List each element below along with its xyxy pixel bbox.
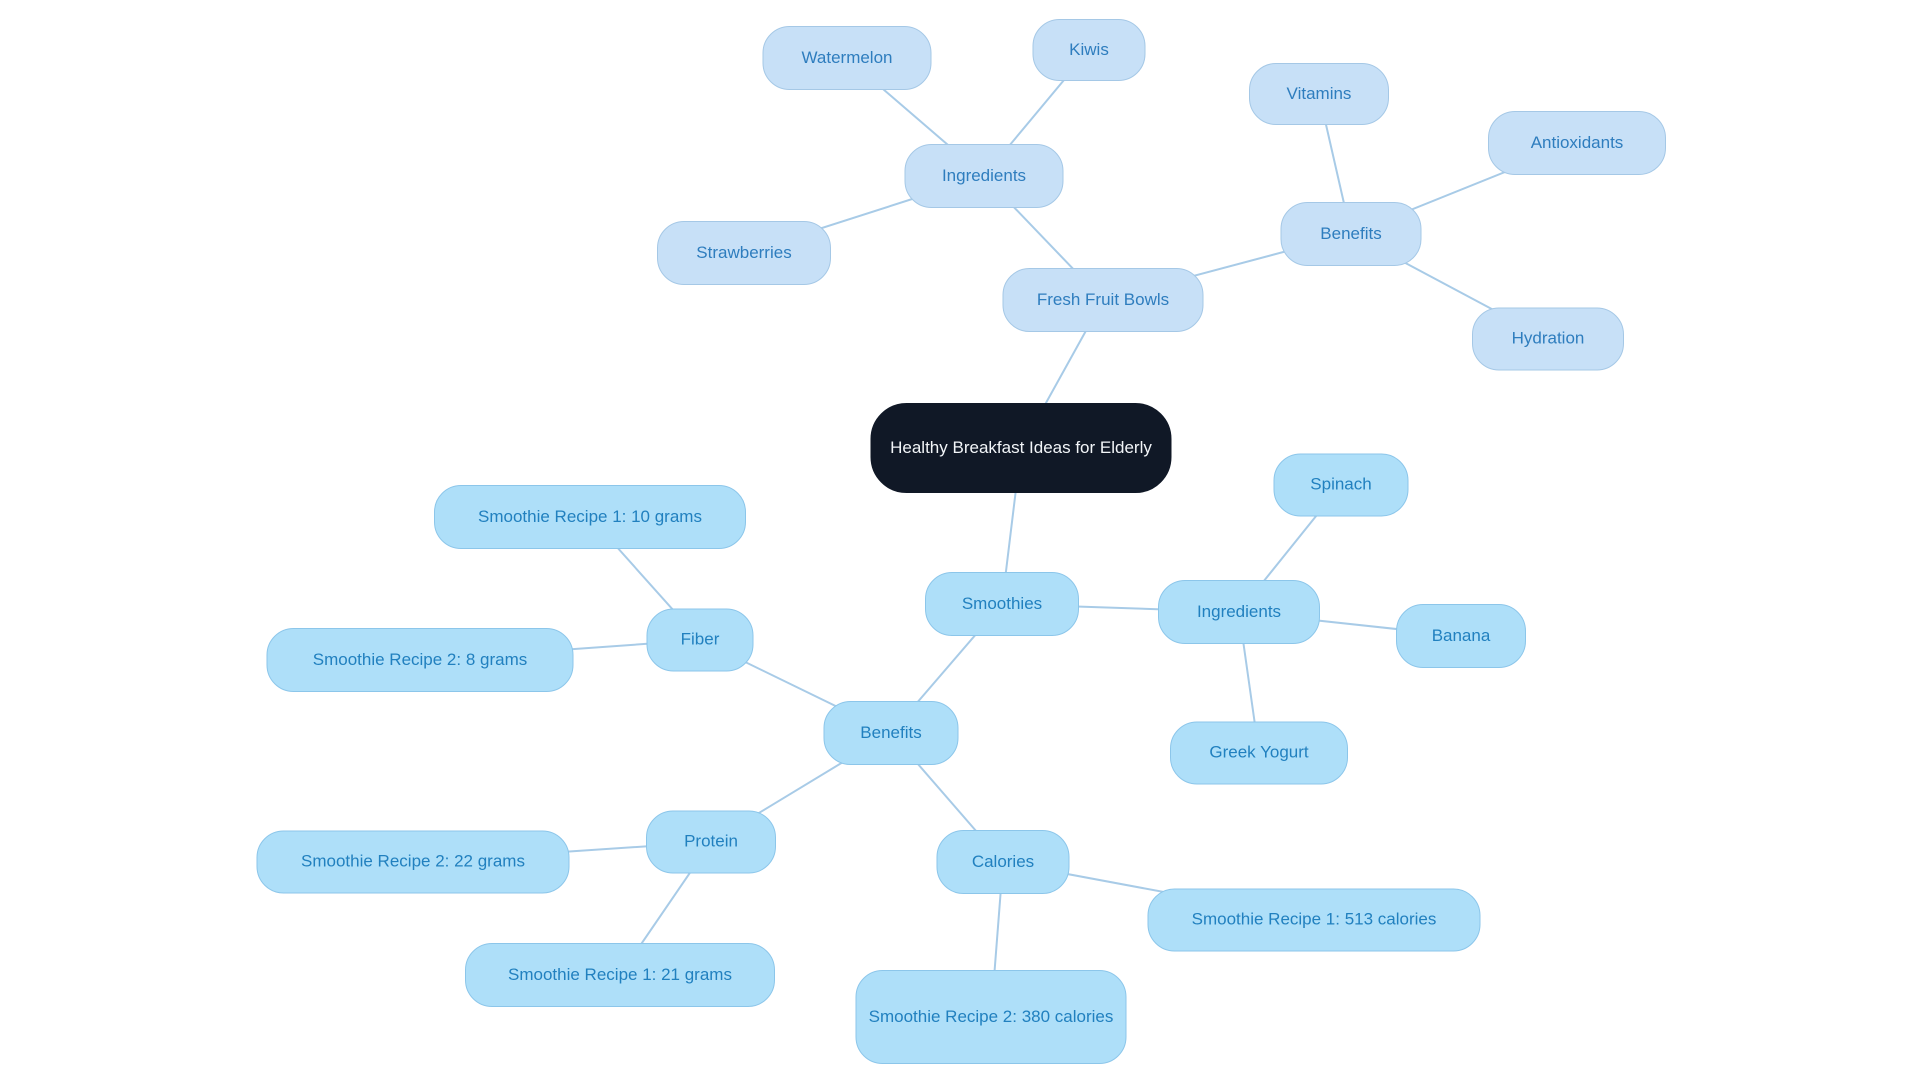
node-label: Spinach [1310,474,1372,494]
node-label: Ingredients [1196,601,1282,621]
node-label: Fresh Fruit Bowls [1036,289,1170,309]
node-strawberries[interactable]: Strawberries [657,221,831,285]
node-recipe2-protein[interactable]: Smoothie Recipe 2: 22 grams [256,830,570,894]
node-label: Protein [684,831,738,851]
node-smoothies[interactable]: Smoothies [925,572,1079,636]
node-calories[interactable]: Calories [936,830,1070,894]
node-label: Benefits [860,722,922,742]
node-antioxidants[interactable]: Antioxidants [1488,111,1666,175]
node-protein[interactable]: Protein [646,810,776,874]
node-label: Fiber [680,629,720,649]
node-watermelon[interactable]: Watermelon [762,26,932,90]
node-recipe1-protein[interactable]: Smoothie Recipe 1: 21 grams [465,943,775,1007]
node-label: Smoothie Recipe 2: 22 grams [301,851,525,871]
node-fresh-fruit-bowls[interactable]: Fresh Fruit Bowls [1002,268,1204,332]
node-label: Antioxidants [1530,132,1624,152]
node-greek-yogurt[interactable]: Greek Yogurt [1170,721,1348,785]
node-recipe1-fiber[interactable]: Smoothie Recipe 1: 10 grams [434,485,746,549]
node-benefits-fruit[interactable]: Benefits [1280,202,1422,266]
node-label: Smoothie Recipe 1: 513 calories [1191,909,1437,929]
node-recipe1-calories[interactable]: Smoothie Recipe 1: 513 calories [1147,888,1481,952]
node-ingredients-fruit[interactable]: Ingredients [904,144,1064,208]
node-label: Smoothies [961,593,1043,613]
node-label: Benefits [1320,223,1382,243]
node-label: Strawberries [696,242,792,262]
node-label: Kiwis [1069,39,1109,59]
node-central[interactable]: Healthy Breakfast Ideas for Elderly [870,403,1172,493]
node-ingredients-smoothie[interactable]: Ingredients [1158,580,1320,644]
node-label: Smoothie Recipe 1: 21 grams [508,964,732,984]
node-recipe2-calories[interactable]: Smoothie Recipe 2: 380 calories [855,970,1127,1064]
node-label: Smoothie Recipe 2: 8 grams [312,649,528,669]
node-vitamins[interactable]: Vitamins [1249,63,1389,125]
node-banana[interactable]: Banana [1396,604,1526,668]
node-kiwis[interactable]: Kiwis [1032,19,1146,81]
node-recipe2-fiber[interactable]: Smoothie Recipe 2: 8 grams [266,628,574,692]
node-fiber[interactable]: Fiber [646,608,754,672]
node-label: Smoothie Recipe 1: 10 grams [478,506,702,526]
node-label: Calories [971,851,1035,871]
node-benefits-smoothie[interactable]: Benefits [823,701,959,765]
node-label: Smoothie Recipe 2: 380 calories [868,1006,1114,1026]
node-label: Watermelon [801,47,893,67]
node-spinach[interactable]: Spinach [1273,453,1409,517]
node-label: Ingredients [941,165,1027,185]
node-label: Vitamins [1286,83,1352,103]
node-label: Healthy Breakfast Ideas for Elderly [890,437,1152,457]
node-label: Greek Yogurt [1209,742,1309,762]
node-label: Hydration [1511,328,1585,348]
node-hydration[interactable]: Hydration [1472,307,1624,371]
node-label: Banana [1431,625,1491,645]
